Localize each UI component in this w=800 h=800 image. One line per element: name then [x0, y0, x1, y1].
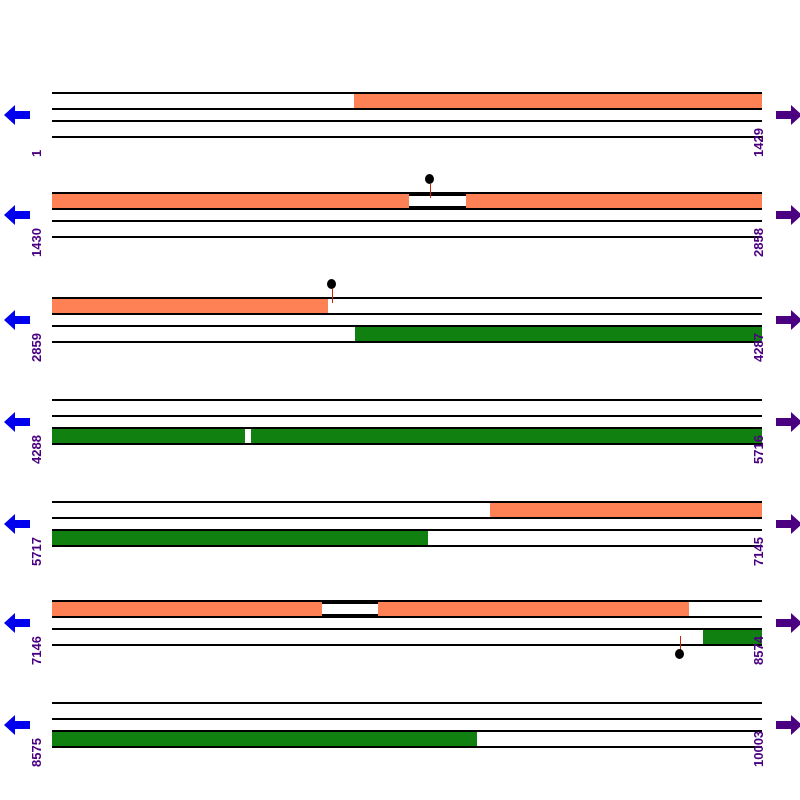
forward-gap: [322, 602, 378, 616]
next-page-arrow[interactable]: [774, 202, 800, 228]
marker-head: [675, 649, 684, 659]
frame-rule: [52, 427, 762, 429]
reverse-segment[interactable]: [355, 327, 762, 341]
reverse-segment[interactable]: [52, 531, 428, 545]
end-coordinate-label: 4287: [751, 333, 766, 362]
previous-page-arrow[interactable]: [2, 511, 32, 537]
frame-rule: [52, 545, 762, 547]
marker-stem: [680, 636, 681, 650]
frame-rule: [52, 341, 762, 343]
end-coordinate-label: 8574: [751, 636, 766, 665]
forward-gap: [409, 194, 466, 208]
previous-page-arrow[interactable]: [2, 712, 32, 738]
end-coordinate-label: 10003: [751, 730, 766, 767]
frame-rule: [52, 600, 762, 602]
next-page-arrow[interactable]: [774, 511, 800, 537]
frame-rule: [52, 108, 762, 110]
frame-rule: [52, 313, 762, 315]
start-coordinate-label: 1: [29, 149, 44, 157]
sequence-row: 5717 7145: [0, 489, 800, 589]
feature-marker[interactable]: [425, 174, 436, 200]
sequence-row: 1430 2858: [0, 174, 800, 280]
forward-segment[interactable]: [52, 299, 328, 313]
frame-rule: [52, 399, 762, 401]
frame-rule: [52, 501, 762, 503]
frame-rule: [52, 136, 762, 138]
previous-page-arrow[interactable]: [2, 307, 32, 333]
marker-head: [327, 279, 336, 289]
start-coordinate-label: 7146: [29, 636, 44, 665]
frame-rule: [52, 730, 762, 732]
start-coordinate-label: 1430: [29, 228, 44, 257]
frame-rule: [52, 702, 762, 704]
frame-rule: [52, 616, 762, 618]
feature-marker[interactable]: [675, 634, 686, 660]
frame-rule: [52, 236, 762, 238]
next-page-arrow[interactable]: [774, 712, 800, 738]
start-coordinate-label: 4288: [29, 435, 44, 464]
frame-rule: [52, 443, 762, 445]
sequence-row: 1 1429: [0, 80, 800, 180]
previous-page-arrow[interactable]: [2, 610, 32, 636]
sequence-row: 2859 4287: [0, 279, 800, 385]
sequence-row: 7146 8574: [0, 588, 800, 688]
previous-page-arrow[interactable]: [2, 409, 32, 435]
start-coordinate-label: 2859: [29, 333, 44, 362]
end-coordinate-label: 1429: [751, 128, 766, 157]
frame-rule: [52, 529, 762, 531]
frame-rule: [52, 120, 762, 122]
sequence-row: 4288 5716: [0, 387, 800, 487]
reverse-segment[interactable]: [52, 429, 762, 443]
frame-rule: [52, 192, 762, 194]
reverse-segment[interactable]: [52, 732, 477, 746]
forward-segment[interactable]: [490, 503, 762, 517]
frame-rule: [52, 628, 762, 630]
frame-rule: [52, 746, 762, 748]
frame-rule: [52, 718, 762, 720]
sequence-row: 8575 10003: [0, 690, 800, 790]
frame-rule: [52, 325, 762, 327]
start-coordinate-label: 8575: [29, 738, 44, 767]
marker-stem: [332, 289, 333, 303]
previous-page-arrow[interactable]: [2, 202, 32, 228]
frame-rule: [52, 517, 762, 519]
frame-rule: [52, 220, 762, 222]
marker-head: [425, 174, 434, 184]
next-page-arrow[interactable]: [774, 610, 800, 636]
frame-rule: [52, 415, 762, 417]
frame-rule: [52, 208, 762, 210]
end-coordinate-label: 2858: [751, 228, 766, 257]
reverse-gap: [245, 429, 251, 443]
frame-rule: [52, 297, 762, 299]
next-page-arrow[interactable]: [774, 102, 800, 128]
reverse-segment[interactable]: [703, 630, 762, 644]
frame-rule: [52, 644, 762, 646]
marker-stem: [430, 184, 431, 198]
forward-segment[interactable]: [354, 94, 762, 108]
next-page-arrow[interactable]: [774, 307, 800, 333]
frame-rule: [52, 92, 762, 94]
feature-marker[interactable]: [327, 279, 338, 305]
previous-page-arrow[interactable]: [2, 102, 32, 128]
end-coordinate-label: 5716: [751, 435, 766, 464]
next-page-arrow[interactable]: [774, 409, 800, 435]
end-coordinate-label: 7145: [751, 537, 766, 566]
forward-segment[interactable]: [52, 194, 762, 208]
start-coordinate-label: 5717: [29, 537, 44, 566]
